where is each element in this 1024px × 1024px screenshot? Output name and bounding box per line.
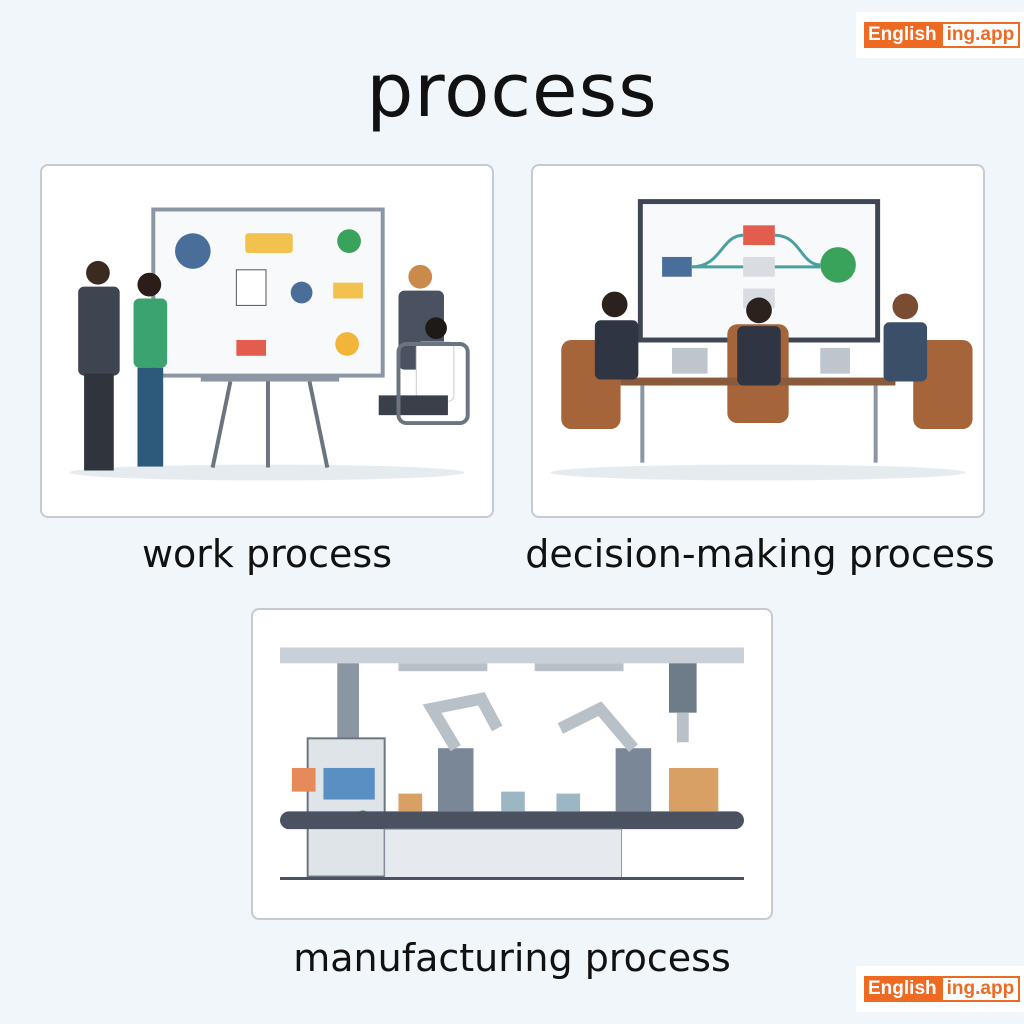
manufacturing-process-illustration: [251, 608, 773, 920]
logo-part2: ing.app: [940, 976, 1021, 1002]
decision-making-process-illustration: [531, 164, 985, 518]
caption-decision-making-process: decision-making process: [525, 532, 995, 576]
logo-part2: ing.app: [940, 22, 1021, 48]
logo-part1: English: [864, 976, 941, 1002]
caption-work-process: work process: [141, 532, 393, 576]
caption-manufacturing-process: manufacturing process: [293, 936, 731, 980]
page-title: process: [366, 48, 658, 134]
logo-part1: English: [864, 22, 941, 48]
work-process-illustration: [40, 164, 494, 518]
